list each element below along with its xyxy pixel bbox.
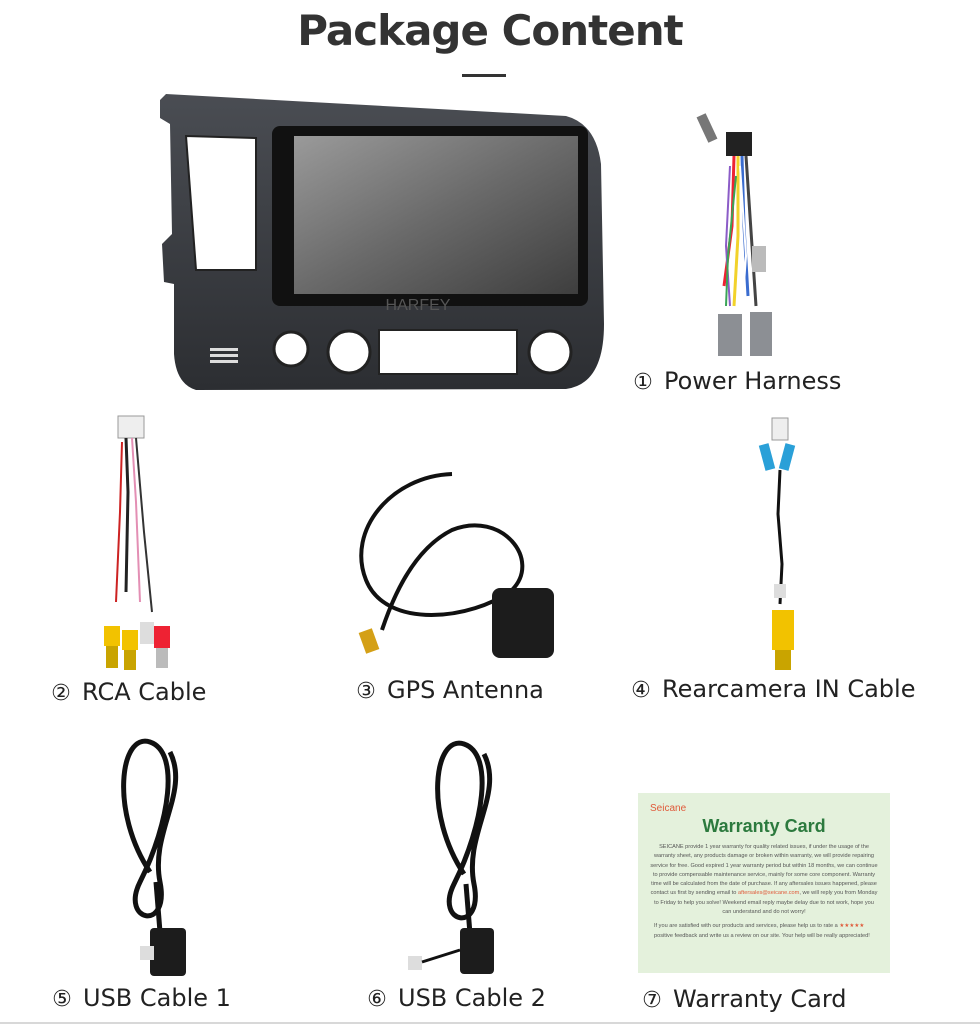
warranty-email: aftersales@seicane.com	[738, 890, 800, 897]
caption-rca-cable: ② RCA Cable	[46, 678, 206, 711]
item-number: ④	[631, 678, 651, 703]
item-number: ③	[356, 679, 376, 704]
usb-cable-1-image	[121, 738, 186, 976]
warranty-card-image: Seicane Warranty Card SEICANE provide 1 …	[638, 793, 890, 973]
warranty-text-part: SEICANE provide 1 year warranty for qual…	[650, 844, 878, 897]
item-number: ⑥	[367, 987, 387, 1012]
caption-usb-cable-1: ⑤ USB Cable 1	[47, 984, 231, 1017]
warranty-card-title: Warranty Card	[702, 816, 826, 836]
warranty-text-part: If you are satisfied with our products a…	[654, 923, 838, 930]
item-label: USB Cable 2	[398, 984, 546, 1012]
page-title: Package Content	[297, 6, 683, 55]
item-label: GPS Antenna	[387, 676, 544, 704]
item-number: ②	[51, 681, 71, 706]
star-rating: ★★★★★	[839, 923, 865, 930]
caption-rearcamera-cable: ④ Rearcamera IN Cable	[626, 675, 915, 708]
item-number: ①	[633, 370, 653, 395]
item-label: USB Cable 1	[83, 984, 231, 1012]
item-label: Power Harness	[664, 367, 842, 395]
item-label: Rearcamera IN Cable	[662, 675, 916, 703]
title-underline	[462, 74, 506, 77]
caption-usb-cable-2: ⑥ USB Cable 2	[362, 984, 546, 1017]
item-number: ⑦	[642, 988, 662, 1013]
usb-cable-2-image	[408, 740, 494, 974]
caption-gps-antenna: ③ GPS Antenna	[351, 676, 544, 709]
warranty-card-text: SEICANE provide 1 year warranty for qual…	[650, 843, 878, 917]
power-harness-image	[696, 113, 772, 356]
warranty-text-part: , we will reply you from Monday to Frida…	[654, 890, 878, 916]
item-label: RCA Cable	[82, 678, 207, 706]
item-label: Warranty Card	[673, 985, 847, 1013]
caption-warranty-card: ⑦ Warranty Card	[637, 985, 847, 1018]
warranty-text-part: positive feedback and write us a review …	[654, 932, 870, 939]
rearcamera-cable-image	[758, 417, 796, 670]
warranty-card-feedback: If you are satisfied with our products a…	[650, 922, 878, 941]
item-number: ⑤	[52, 987, 72, 1012]
caption-power-harness: ① Power Harness	[628, 367, 841, 400]
rca-cable-image	[104, 415, 170, 670]
screen-brand: HARFEY	[386, 297, 451, 314]
head-unit-image: HARFEY	[160, 94, 604, 390]
bottom-divider	[0, 1022, 980, 1024]
gps-antenna-image	[358, 472, 554, 658]
warranty-card-brand: Seicane	[650, 803, 687, 814]
